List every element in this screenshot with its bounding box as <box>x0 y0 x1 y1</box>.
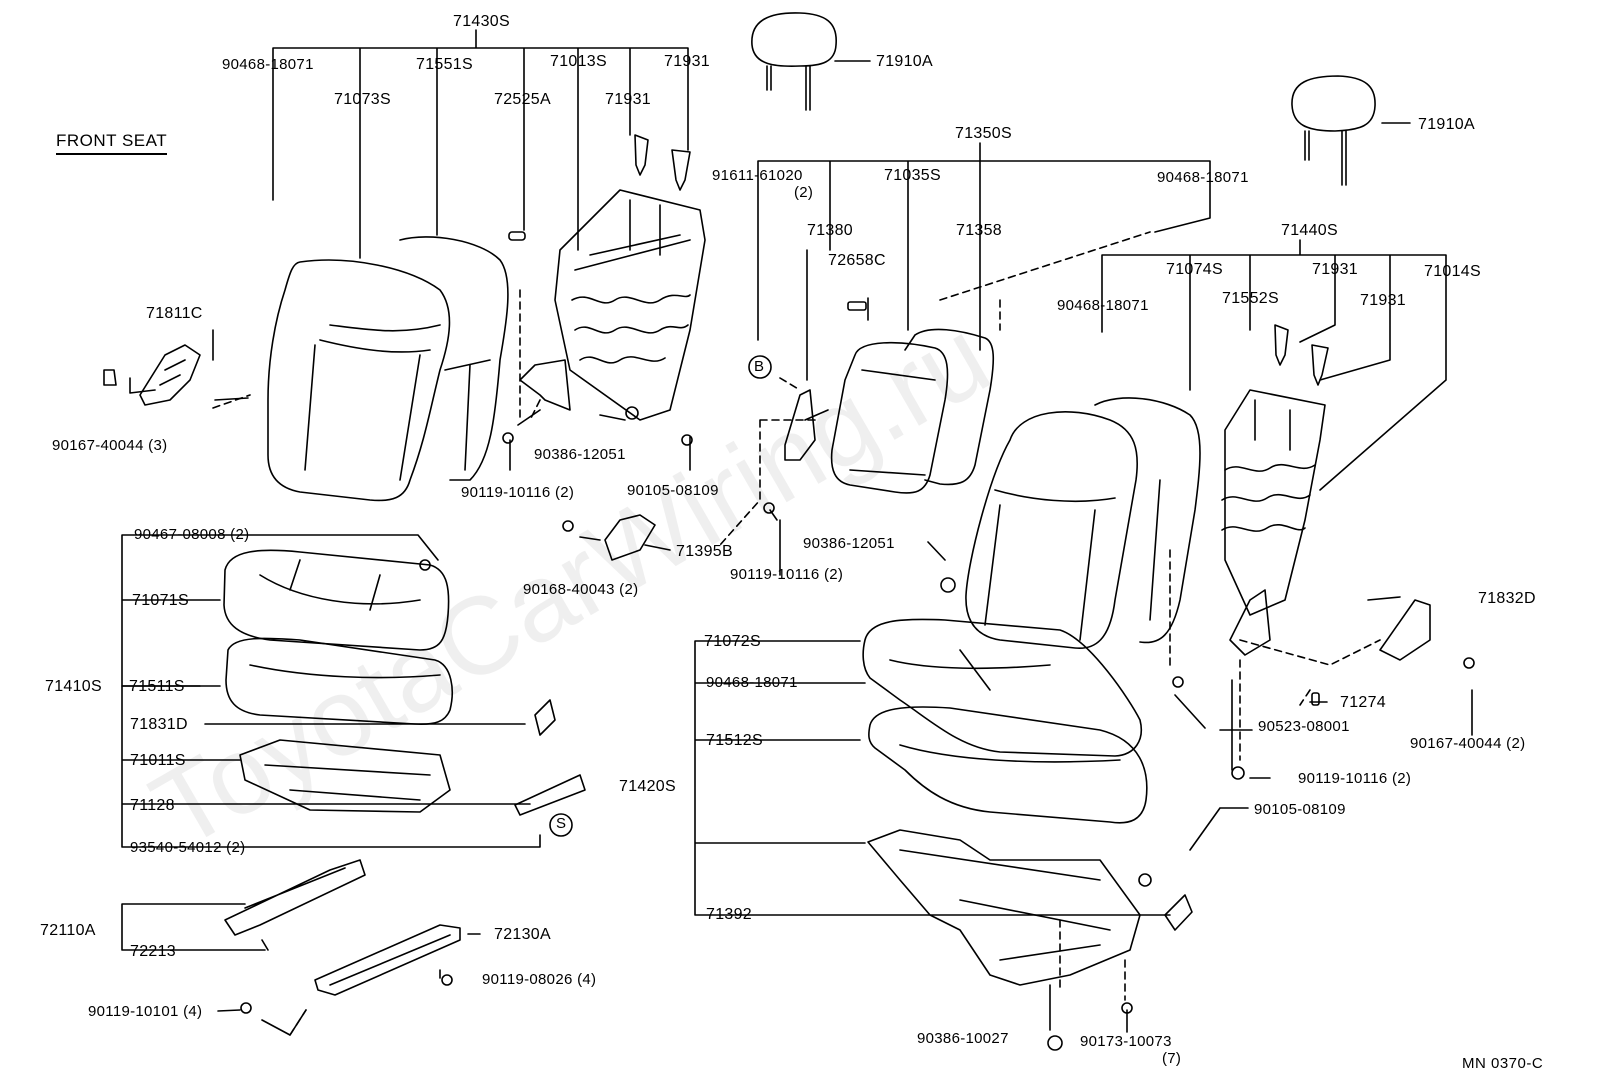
part-label-72658c: 72658C <box>828 252 886 269</box>
right-seatback-cover <box>965 397 1201 649</box>
part-label-72130a: 72130A <box>494 926 551 943</box>
right-seatback-frame <box>1221 389 1326 656</box>
part-label-71011s: 71011S <box>130 752 186 769</box>
part-label-90468-18071-d: 90468-18071 <box>706 674 798 691</box>
part-label-71512s: 71512S <box>706 732 763 749</box>
part-label-71392: 71392 <box>706 906 752 923</box>
callout-b <box>748 355 772 379</box>
seat-track-72130a <box>314 924 461 996</box>
part-label-71410s: 71410S <box>45 678 102 695</box>
part-label-90173-10073: 90173-10073 <box>1080 1033 1172 1050</box>
part-label-71931-d: 71931 <box>1360 292 1406 309</box>
clip-72525a <box>508 231 526 241</box>
part-label-90119-10116-a: 90119-10116 (2) <box>461 484 575 501</box>
hinge-cover-71832d <box>1379 599 1431 661</box>
part-label-90386-12051-b: 90386-12051 <box>803 535 895 552</box>
leader-lines <box>121 29 1473 1036</box>
part-label-71074s: 71074S <box>1166 261 1223 278</box>
part-label-71551s: 71551S <box>416 56 473 73</box>
part-label-90105-08109-a: 90105-08109 <box>627 482 719 499</box>
part-label-91611-61020: 91611-61020 <box>712 167 803 184</box>
part-label-71420s: 71420S <box>619 778 676 795</box>
part-label-90119-10116-c: 90119-10116 (2) <box>1298 770 1412 787</box>
part-label-90386-12051-a: 90386-12051 <box>534 446 626 463</box>
headrest-right <box>1291 75 1376 186</box>
part-label-71831d: 71831D <box>130 716 188 733</box>
cover-71128 <box>514 774 586 816</box>
hinge-71380 <box>784 389 829 461</box>
part-label-71072s: 71072S <box>704 633 761 650</box>
part-label-90167-40044-b: 90167-40044 (2) <box>1410 735 1526 752</box>
part-label-71035s: 71035S <box>884 167 941 184</box>
rear-panel-71035s <box>830 341 949 494</box>
part-label-90119-10101: 90119-10101 (4) <box>88 1003 203 1020</box>
part-label-71073s: 71073S <box>334 91 391 108</box>
part-label-90173-qty: (7) <box>1162 1050 1182 1067</box>
cover-71831d <box>534 699 556 736</box>
part-label-71350s: 71350S <box>955 125 1012 142</box>
part-label-90468-18071-b: 90468-18071 <box>1157 169 1249 186</box>
diagram-code: MN 0370-C <box>1462 1055 1544 1072</box>
part-label-71014s: 71014S <box>1424 263 1481 280</box>
part-label-72110a: 72110A <box>40 922 96 939</box>
diagram-title: FRONT SEAT <box>56 131 168 155</box>
part-label-71440s: 71440S <box>1281 222 1338 239</box>
hinge-cover-71811c <box>139 344 201 406</box>
part-label-71430s: 71430S <box>453 13 510 30</box>
cover-right-71831d <box>1164 894 1193 931</box>
bolt-90167-left <box>103 369 117 386</box>
part-label-71395b: 71395B <box>676 543 733 560</box>
callout-s-letter: S <box>556 815 567 832</box>
part-label-71511s: 71511S <box>129 678 185 695</box>
part-label-90468-18071-a: 90468-18071 <box>222 56 314 73</box>
part-label-71910a-b: 71910A <box>1418 116 1475 133</box>
part-label-90167-40044-a: 90167-40044 (3) <box>52 437 168 454</box>
rear-panel-71358 <box>904 328 995 486</box>
part-label-71013s: 71013S <box>550 53 607 70</box>
part-label-71380: 71380 <box>807 222 853 239</box>
headrest-left <box>751 12 837 111</box>
part-label-71358: 71358 <box>956 222 1002 239</box>
dashed-guides <box>212 231 1381 1036</box>
part-label-71910a-a: 71910A <box>876 53 933 70</box>
seat-frame-71392 <box>867 829 1141 986</box>
left-seatback-cover <box>267 236 509 502</box>
part-label-71931-c: 71931 <box>1312 261 1358 278</box>
part-label-72525a: 72525A <box>494 91 551 108</box>
right-seat-cushion-cover <box>862 618 1148 824</box>
clips-71931-left <box>634 134 691 191</box>
clip-72658c <box>847 301 867 311</box>
part-label-71931-b: 71931 <box>605 91 651 108</box>
fasteners <box>240 406 1475 1051</box>
callout-b-letter: B <box>754 358 765 375</box>
part-label-90386-10027: 90386-10027 <box>917 1030 1009 1047</box>
callout-s <box>549 813 573 837</box>
part-label-71811c: 71811C <box>146 305 203 322</box>
part-label-90523-08001: 90523-08001 <box>1258 718 1350 735</box>
part-label-90168-40043: 90168-40043 (2) <box>523 581 639 598</box>
part-label-90119-08026: 90119-08026 (4) <box>482 971 597 988</box>
part-label-93540-54012: 93540-54012 (2) <box>130 839 246 856</box>
part-label-90105-08109-b: 90105-08109 <box>1254 801 1346 818</box>
part-label-72213: 72213 <box>130 943 176 960</box>
cover-71395b <box>604 514 656 561</box>
seat-track-72110a <box>224 859 366 951</box>
clips-71931-right <box>1274 324 1329 386</box>
part-label-90468-18071-c: 90468-18071 <box>1057 297 1149 314</box>
left-seat-cushion-cover <box>223 549 453 725</box>
part-label-71832d: 71832D <box>1478 590 1536 607</box>
seat-frame-71011s <box>239 739 451 813</box>
part-label-71274: 71274 <box>1340 694 1386 711</box>
part-label-91611-qty: (2) <box>794 184 814 201</box>
part-label-71552s: 71552S <box>1222 290 1279 307</box>
part-label-71931-a: 71931 <box>664 53 710 70</box>
part-label-90119-10116-b: 90119-10116 (2) <box>730 566 844 583</box>
part-label-71071s: 71071S <box>132 592 189 609</box>
part-label-71128: 71128 <box>130 797 175 814</box>
part-label-90467-08008: 90467-08008 (2) <box>134 526 250 543</box>
left-seatback-frame <box>519 189 706 421</box>
